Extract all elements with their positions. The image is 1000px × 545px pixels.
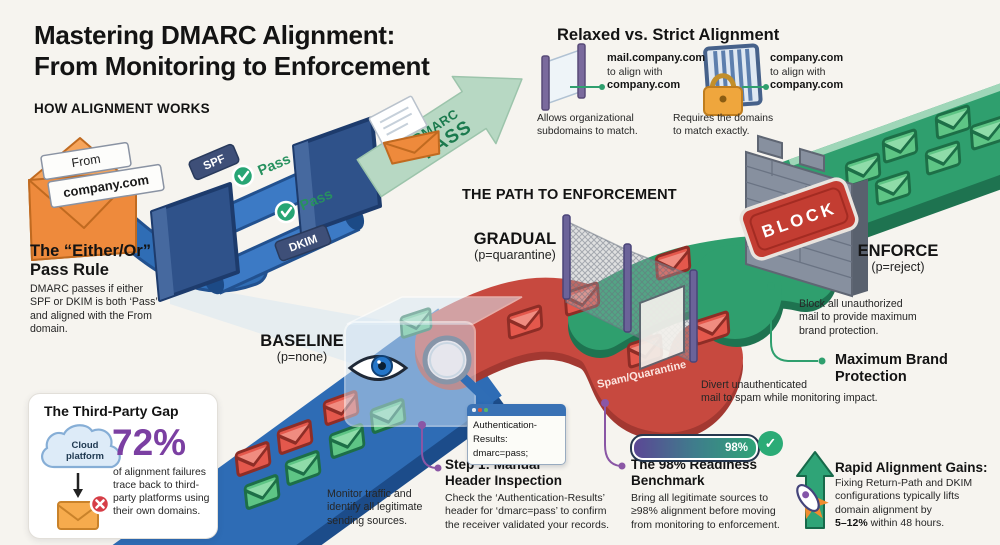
- benchmark-body: Bring all legitimate sources to ≥98% ali…: [631, 492, 780, 531]
- maximum-brand-protection-label: Maximum Brand Protection: [835, 352, 948, 386]
- rocket-icon: [796, 483, 829, 520]
- dkim-badge: DKIM: [274, 224, 332, 262]
- stage-enforce: ENFORCE (p=reject): [838, 242, 958, 276]
- gains-body-tail: within 48 hours.: [867, 516, 945, 529]
- check-circle-icon: ✓: [758, 431, 783, 456]
- baseline-policy: (p=none): [276, 350, 328, 365]
- either-or-rule-body: DMARC passes if either SPF or DKIM is bo…: [30, 283, 158, 336]
- callout-connectors: [418, 84, 826, 472]
- relaxed-gate-icon: [541, 43, 586, 111]
- down-arrow-icon: [73, 473, 83, 498]
- alignment-machine: SPF Pass Pass DKIM: [102, 116, 382, 302]
- auth-results-window: Authentication-Results: dmarc=pass;: [467, 404, 566, 465]
- strict-domain: company.com: [770, 52, 844, 64]
- stage-baseline: BASELINE (p=none): [242, 332, 362, 366]
- window-dot-icon: [472, 408, 476, 412]
- enforce-label: ENFORCE: [857, 242, 939, 260]
- strict-description: Requires the domains to match exactly.: [673, 113, 774, 138]
- relaxed-target-domain: company.com: [607, 79, 681, 91]
- from-envelope: From company.com: [28, 137, 165, 261]
- strict-gate-icon: [703, 43, 763, 116]
- padlock-icon: [703, 73, 743, 116]
- third-party-body: of alignment failures trace back to thir…: [113, 467, 210, 517]
- relaxed-strict-heading: Relaxed vs. Strict Alignment: [557, 26, 780, 44]
- either-or-rule-heading: The “Either/Or” Pass Rule: [30, 242, 152, 280]
- gains-body: Fixing Return-Path and DKIM configuratio…: [835, 477, 972, 530]
- relaxed-domain: mail.company.com: [607, 52, 706, 64]
- from-tag: From: [40, 141, 132, 181]
- gains-heading: Rapid Alignment Gains:: [835, 460, 988, 475]
- strict-alignment-text: company.com to align with company.com: [770, 52, 900, 93]
- strict-target-domain: company.com: [770, 79, 844, 91]
- relaxed-description: Allows organizational subdomains to matc…: [537, 113, 638, 138]
- brick-wall: BLOCK: [739, 134, 868, 298]
- spf-badge: SPF: [188, 143, 240, 181]
- magnifier-icon: [422, 335, 494, 407]
- outgoing-envelope: [368, 95, 441, 165]
- third-party-heading: The Third-Party Gap: [44, 403, 179, 419]
- gains-growth-icon: [795, 450, 841, 534]
- how-alignment-heading: HOW ALIGNMENT WORKS: [34, 101, 210, 116]
- gradual-label: GRADUAL: [473, 230, 557, 248]
- readiness-progress-bar: 98%: [630, 434, 760, 462]
- baseline-label: BASELINE: [260, 332, 344, 350]
- failed-envelope-icon: [57, 493, 111, 530]
- cloud-icon: [41, 424, 121, 469]
- progress-value: 98%: [724, 442, 748, 454]
- third-party-icons: [41, 424, 121, 530]
- eye-icon: [347, 355, 409, 381]
- window-dot-icon: [484, 408, 488, 412]
- spf-pass-label: Pass: [256, 151, 293, 179]
- path-to-enforcement-heading: THE PATH TO ENFORCEMENT: [462, 187, 677, 203]
- dkim-check-icon: [274, 200, 298, 224]
- block-sign: BLOCK: [739, 177, 859, 261]
- cloud-platform-label: Cloud platform: [66, 440, 104, 462]
- page-title: Mastering DMARC Alignment: From Monitori…: [34, 20, 430, 82]
- divert-note: Divert unauthenticated mail to spam whil…: [701, 379, 878, 405]
- relaxed-alignment-text: mail.company.com to align with company.c…: [607, 52, 737, 93]
- gains-body-text: Fixing Return-Path and DKIM configuratio…: [835, 477, 973, 516]
- quarantine-filter-fence: [562, 214, 698, 371]
- stage-gradual: GRADUAL (p=quarantine): [452, 230, 578, 264]
- window-body: Authentication-Results: dmarc=pass;: [467, 416, 566, 465]
- error-cross-icon: [89, 493, 111, 515]
- block-note: Block all unauthorized mail to provide m…: [799, 298, 917, 337]
- third-party-stat: 72%: [112, 422, 187, 463]
- auth-result-line: dmarc=pass;: [473, 447, 529, 459]
- window-dot-icon: [478, 408, 482, 412]
- relaxed-align-with: to align with: [607, 65, 663, 78]
- gains-body-stat: 5–12%: [835, 516, 868, 529]
- progress-fill: 98%: [634, 438, 756, 458]
- gradual-policy: (p=quarantine): [474, 248, 556, 263]
- spf-check-icon: [231, 164, 255, 188]
- step1-body: Check the ‘Authentication-Results’ heade…: [445, 492, 609, 531]
- enforce-policy: (p=reject): [871, 260, 925, 275]
- from-tag-label: From: [70, 152, 101, 170]
- strict-align-with: to align with: [770, 65, 826, 78]
- auth-header-line: Authentication-Results:: [473, 420, 537, 445]
- monitor-note: Monitor traffic and identify all legitim…: [327, 488, 423, 527]
- window-titlebar: [467, 404, 566, 416]
